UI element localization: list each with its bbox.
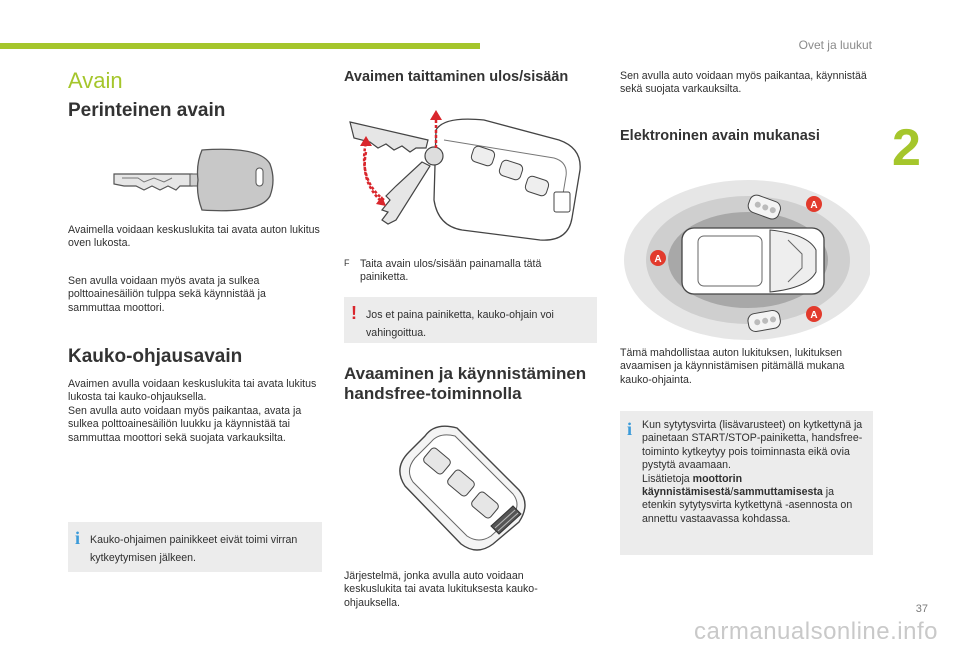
section-heading-folding-key: Avaimen taittaminen ulos/sisään (344, 69, 569, 85)
folding-key-illustration (349, 110, 581, 241)
paragraph: Sen avulla auto voidaan myös paikantaa, … (620, 70, 867, 96)
info-note: i Kauko-ohjaimen painikkeet eivät toimi … (68, 522, 322, 572)
svg-text:A: A (654, 254, 661, 265)
section-heading-traditional-key: Perinteinen avain (68, 100, 226, 121)
bullet-marker: F (344, 258, 350, 268)
svg-text:A: A (810, 310, 817, 321)
svg-text:A: A (810, 200, 817, 211)
page-title: Avain (68, 68, 123, 93)
paragraph: Avaimen avulla voidaan keskuslukita tai … (68, 378, 317, 404)
heading-line: Avaaminen ja käynnistäminen (344, 364, 587, 383)
header-accent-bar (0, 43, 480, 49)
section-heading-electronic-key: Elektroninen avain mukanasi (620, 128, 820, 144)
watermark: carmanualsonline.info (694, 618, 938, 645)
section-heading-remote-key: Kauko-ohjausavain (68, 346, 243, 367)
info-note-text: Kauko-ohjaimen painikkeet eivät toimi vi… (90, 534, 298, 564)
info-icon: i (75, 528, 81, 548)
paragraph: Tämä mahdollistaa auton lukituksen, luki… (620, 347, 845, 386)
bullet-text: Taita avain ulos/sisään painamalla tätä … (360, 258, 542, 284)
zone-marker-a: A (806, 196, 822, 212)
warning-note-text: Jos et paina painiketta, kauko-ohjain vo… (366, 309, 554, 339)
info-note-text: Lisätietoja moottorin käynnistämisestä/s… (642, 472, 853, 525)
paragraph: Avaimella voidaan keskuslukita tai avata… (68, 224, 320, 250)
bullet-item: F Taita avain ulos/sisään painamalla tät… (344, 258, 592, 285)
paragraph: Sen avulla voidaan myös avata ja sulkea … (68, 275, 266, 314)
page-number: 37 (915, 603, 928, 615)
chapter-number: 2 (892, 119, 921, 177)
info-icon: i (627, 419, 633, 439)
detection-zone-illustration: A A A (624, 180, 870, 340)
warning-note: ! Jos et paina painiketta, kauko-ohjain … (344, 297, 597, 343)
info-note: i Kun sytytysvirta (lisävarusteet) on ky… (620, 411, 873, 555)
chapter-header: Ovet ja luukut (798, 38, 872, 52)
handsfree-fob-illustration (399, 425, 526, 551)
zone-marker-a: A (806, 306, 822, 322)
info-note-text: Kun sytytysvirta (lisävarusteet) on kytk… (642, 419, 863, 472)
warning-icon: ! (351, 303, 357, 323)
illustration-caption: Järjestelmä, jonka avulla auto voidaan k… (344, 570, 538, 609)
zone-marker-a: A (650, 250, 666, 266)
paragraph: Sen avulla auto voidaan myös paikantaa, … (68, 405, 302, 444)
section-heading-handsfree: Avaaminen ja käynnistäminen handsfree-to… (344, 364, 586, 404)
traditional-key-illustration (113, 148, 274, 212)
heading-line: handsfree-toiminnolla (344, 384, 522, 403)
